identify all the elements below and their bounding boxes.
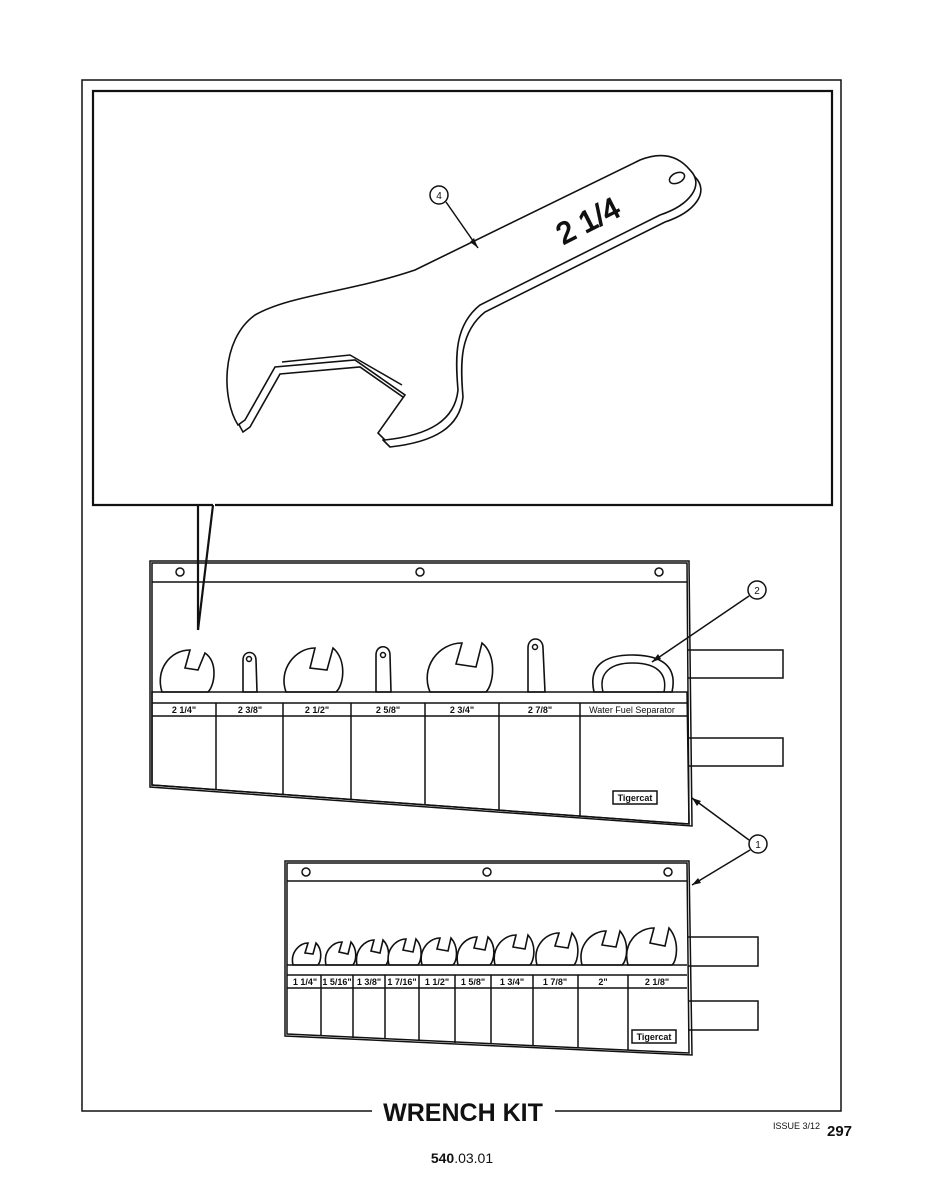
upper-wrench-6 [527, 638, 546, 693]
page-number: 297 [827, 1123, 852, 1140]
water-fuel-separator-wrench [592, 654, 674, 693]
upper-wrench-1 [159, 649, 215, 693]
upper-wrench-2 [242, 651, 258, 693]
lower-slot-10: 2 1/8" [645, 977, 669, 987]
callout-1: 1 [755, 840, 761, 851]
lower-brand-logo: Tigercat [637, 1032, 672, 1042]
lower-slot-5: 1 1/2" [425, 977, 449, 987]
lower-slot-1: 1 1/4" [293, 977, 317, 987]
upper-slot-5: 2 3/4" [450, 705, 474, 715]
lower-slot-2: 1 5/16" [322, 977, 351, 987]
upper-brand-logo: Tigercat [618, 793, 653, 803]
outer-frame [81, 79, 842, 1112]
upper-slot-4: 2 5/8" [376, 705, 400, 715]
document-number-rest: .03.01 [454, 1150, 493, 1166]
document-number-bold: 540 [431, 1150, 455, 1166]
lower-slot-3: 1 3/8" [357, 977, 381, 987]
issue-date: ISSUE 3/12 [773, 1121, 820, 1131]
callout-1-group: 1 [691, 797, 768, 886]
document-number: 540.03.01 [431, 1150, 493, 1166]
upper-wrench-5 [426, 641, 494, 693]
lower-slot-6: 1 5/8" [461, 977, 485, 987]
upper-slot-1: 2 1/4" [172, 705, 196, 715]
detail-box [91, 89, 834, 631]
upper-wrench-4 [375, 645, 392, 693]
lower-slot-9: 2" [598, 977, 607, 987]
lower-slot-8: 1 7/8" [543, 977, 567, 987]
upper-slot-7: Water Fuel Separator [589, 705, 675, 715]
lower-slot-7: 1 3/4" [500, 977, 524, 987]
callout-2: 2 [754, 586, 760, 597]
upper-pouch: 2 1/4" 2 3/8" 2 1/2" 2 5/8" 2 3/4" 2 7/8… [149, 560, 784, 827]
lower-pouch: 1 1/4" 1 5/16" 1 3/8" 1 7/16" 1 1/2" 1 5… [284, 860, 759, 1056]
page-title: WRENCH KIT [383, 1099, 543, 1127]
upper-slot-3: 2 1/2" [305, 705, 329, 715]
upper-slot-2: 2 3/8" [238, 705, 262, 715]
upper-wrench-3 [283, 646, 344, 693]
wrench-hole [668, 171, 686, 185]
lower-slot-4: 1 7/16" [387, 977, 416, 987]
detail-wrench: 2 1/4 4 [226, 154, 702, 448]
callout-4: 4 [436, 191, 442, 202]
upper-slot-6: 2 7/8" [528, 705, 552, 715]
